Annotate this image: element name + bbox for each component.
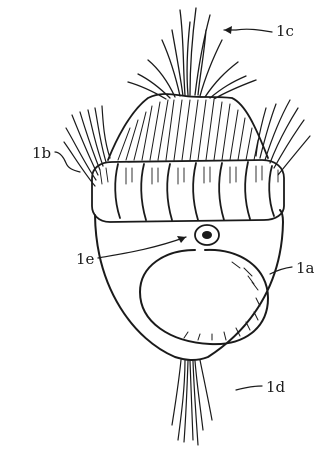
top-cilia-tuft [128, 8, 256, 99]
cell-ring [92, 160, 284, 222]
leader-1a [270, 267, 292, 274]
label-1a: 1a [296, 259, 315, 277]
leader-1d [236, 386, 262, 390]
eye-spot [195, 225, 219, 245]
crown-hatching [118, 100, 258, 160]
leader-1e [98, 237, 186, 258]
side-cilia-left [64, 106, 110, 186]
label-1d: 1d [266, 378, 286, 396]
label-1b: 1b [32, 144, 51, 162]
side-cilia-right [256, 100, 310, 175]
label-1c: 1c [276, 22, 294, 40]
leader-1b [55, 152, 80, 172]
inner-sphere [140, 250, 268, 344]
label-1e: 1e [76, 250, 95, 268]
stalk [172, 360, 212, 445]
cell-stripes [100, 166, 278, 184]
